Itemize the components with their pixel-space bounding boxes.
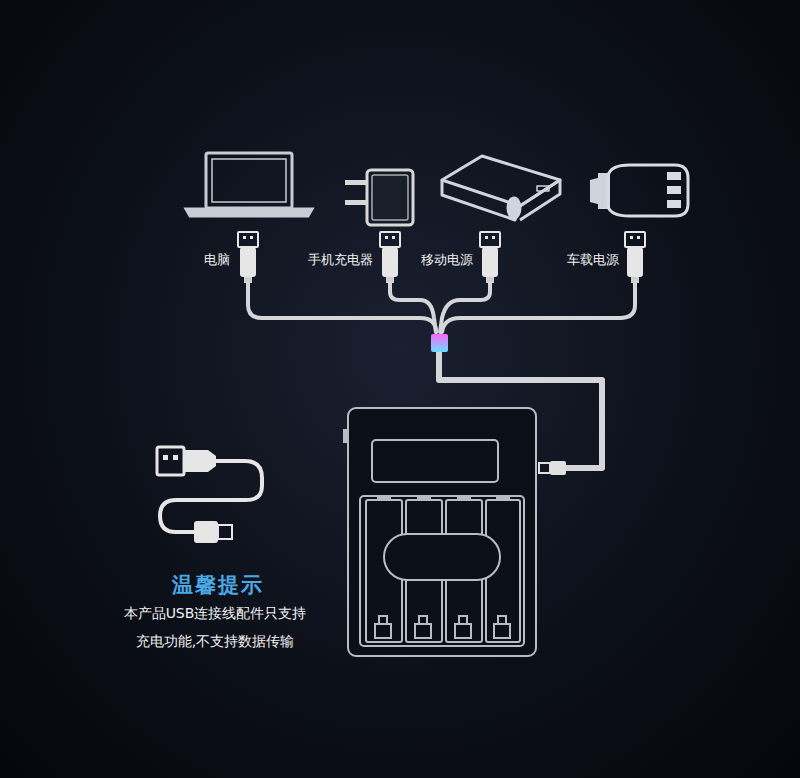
car-charger-icon — [590, 165, 688, 216]
cable-joint — [431, 334, 448, 352]
usb-cable-icon — [157, 447, 262, 543]
device-label: 电脑 — [204, 251, 230, 269]
device-label: 移动电源 — [421, 251, 473, 269]
device-label: 车载电源 — [567, 251, 619, 269]
laptop-icon — [186, 153, 312, 216]
powerbank-icon — [442, 156, 560, 220]
adapter-icon — [345, 170, 413, 225]
device-label: 手机充电器 — [308, 251, 373, 269]
tip-note: 本产品USB连接线配件只支持 充电功能,不支持数据传输 — [95, 599, 335, 655]
tip-heading: 温馨提示 — [172, 571, 264, 599]
battery-charger — [344, 408, 536, 656]
micro-usb-plug — [539, 461, 566, 475]
